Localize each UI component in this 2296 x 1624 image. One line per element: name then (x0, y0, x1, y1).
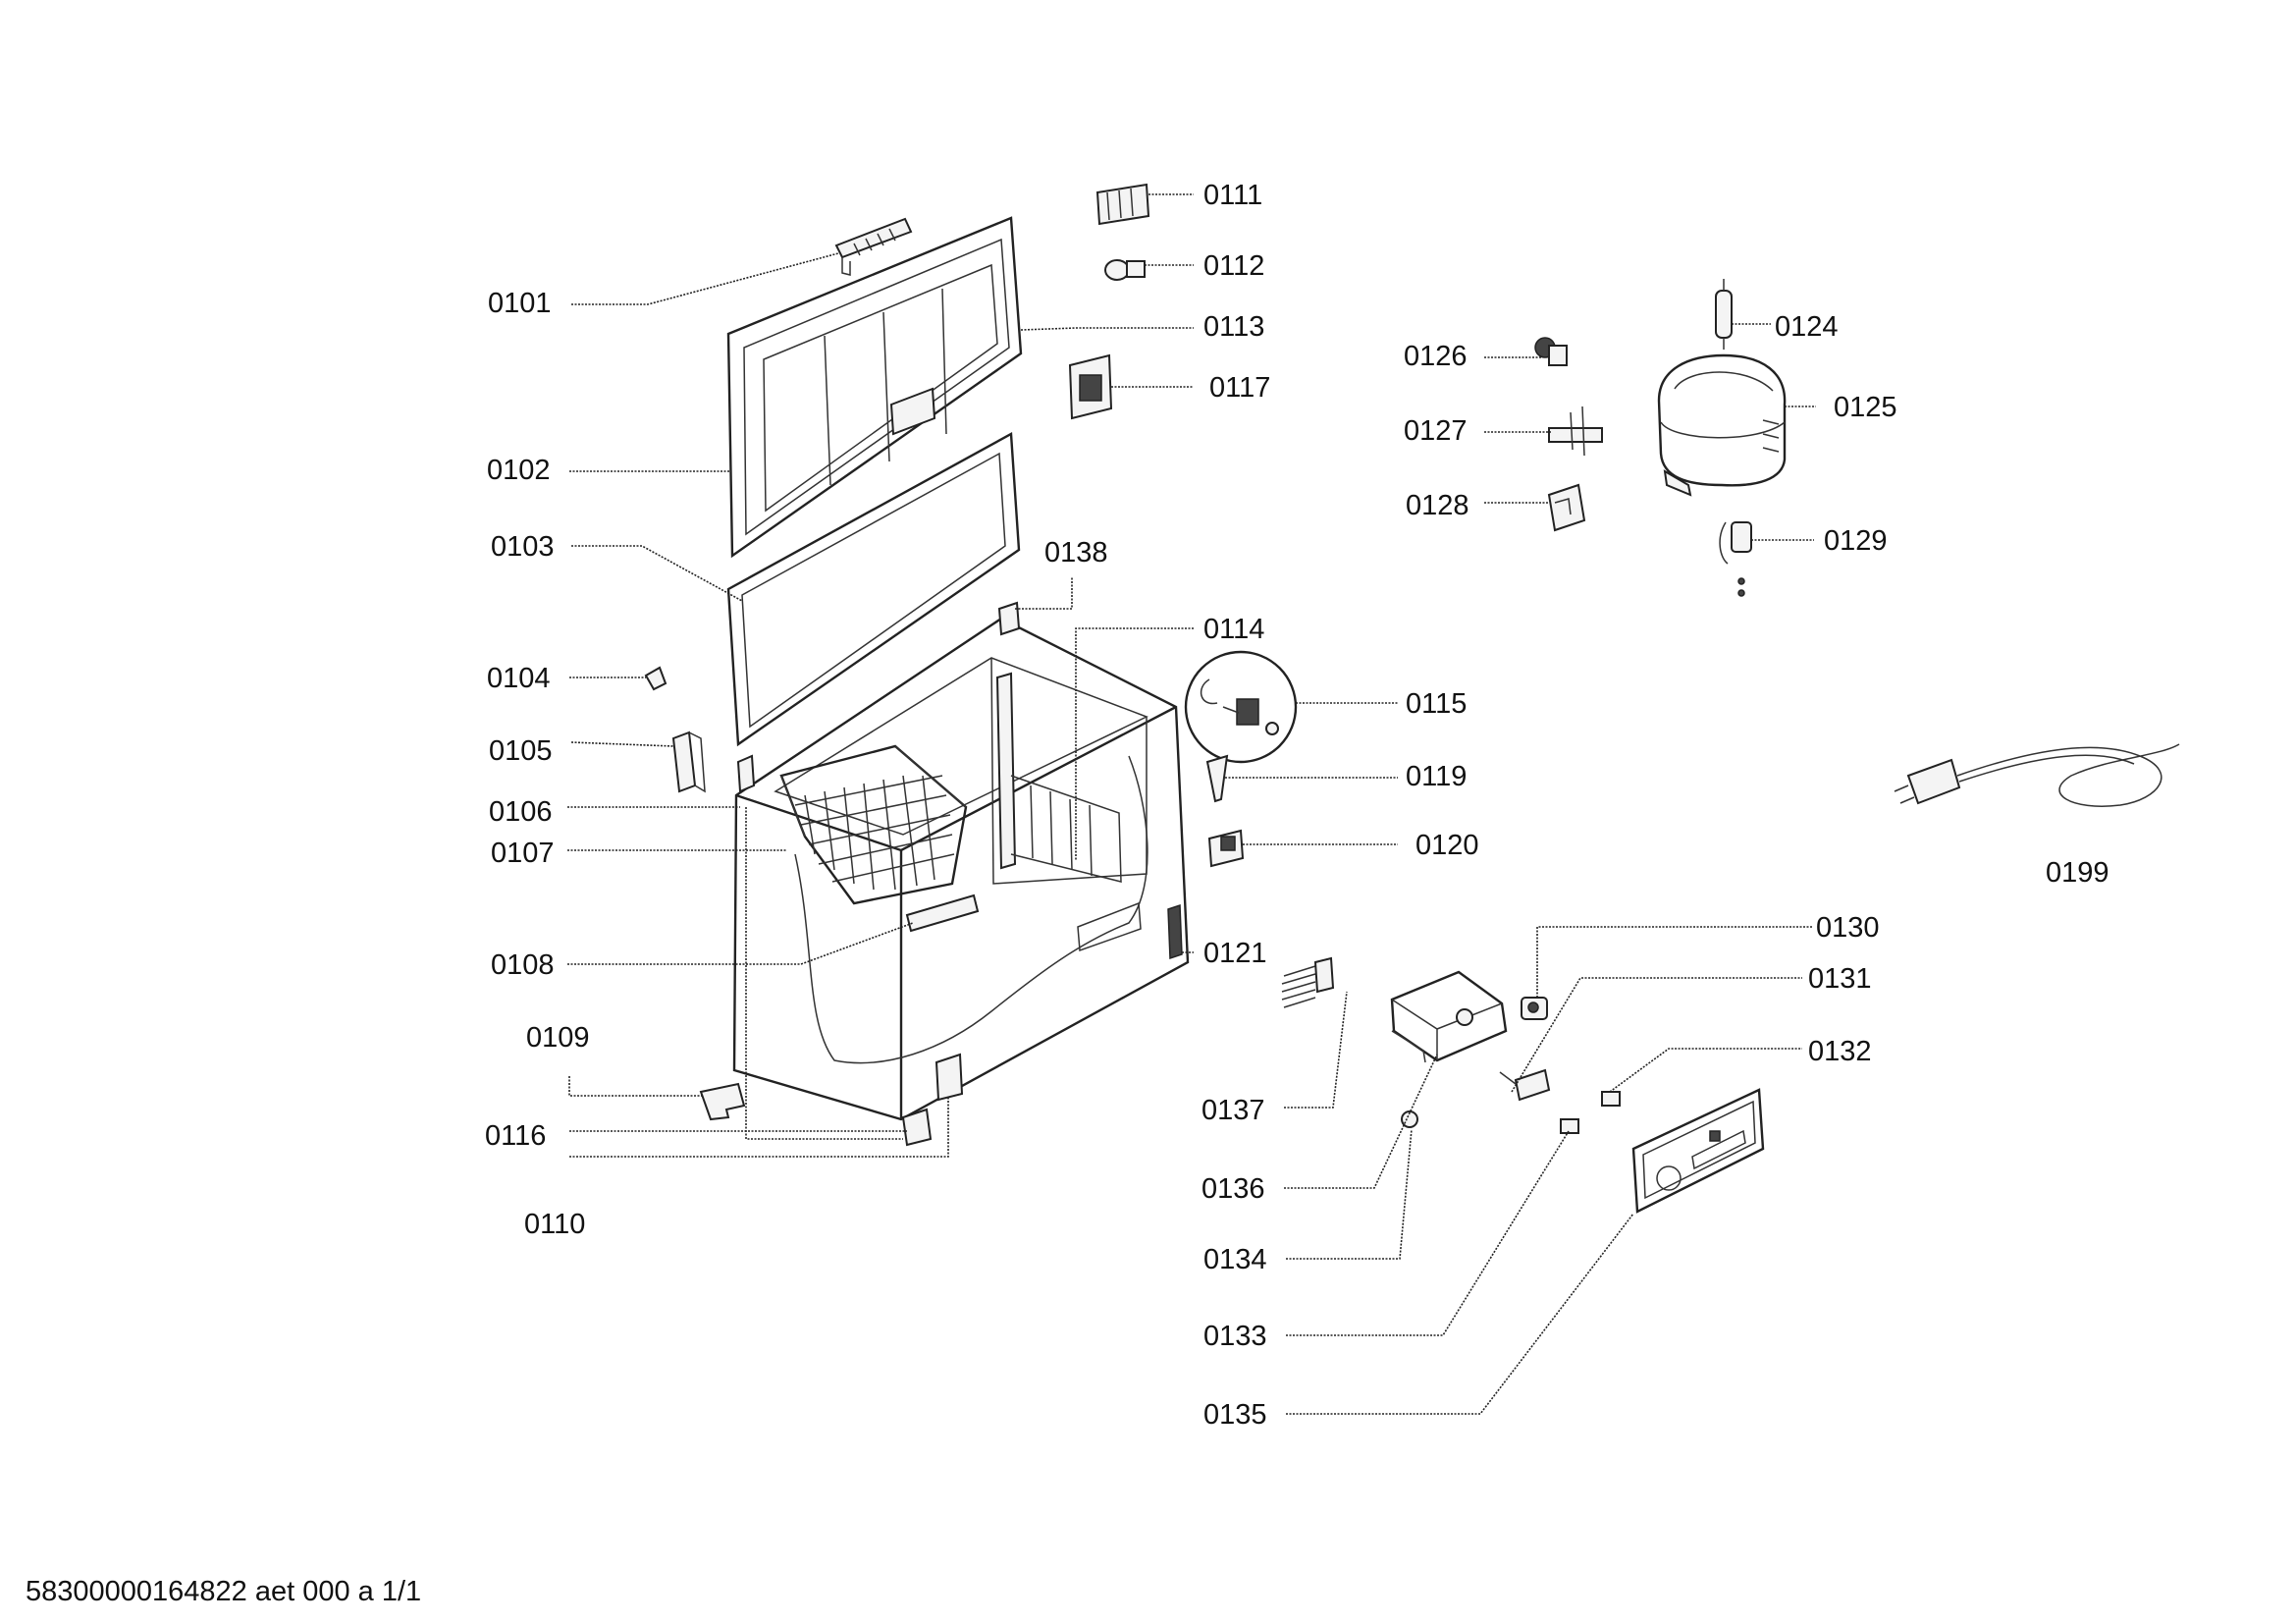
part-label-0104: 0104 (487, 663, 551, 694)
knob-drawing (1401, 1110, 1418, 1128)
corner-strip-drawing (736, 754, 756, 793)
lens-cap-drawing (1601, 1091, 1621, 1107)
part-label-0109: 0109 (526, 1022, 590, 1054)
part-label-0105: 0105 (489, 735, 553, 767)
rear-hinge-drawing (997, 601, 1021, 636)
hinge-cover-drawing (671, 731, 706, 793)
part-label-0131: 0131 (1808, 963, 1872, 995)
divider-bar-drawing (905, 893, 980, 933)
probe-drawing (1205, 754, 1229, 803)
part-label-0133: 0133 (1203, 1321, 1267, 1352)
filter-drier-drawing (1715, 279, 1733, 350)
bracket-drawing (699, 1082, 746, 1121)
part-label-0127: 0127 (1404, 415, 1468, 447)
part-label-0126: 0126 (1404, 341, 1468, 372)
switch-housing-drawing (1068, 353, 1113, 420)
rocker-switch-drawing (1207, 829, 1245, 868)
part-label-0138: 0138 (1044, 537, 1108, 568)
evaporator-panel-drawing (995, 672, 1122, 883)
lid-gasket-drawing (726, 432, 1021, 747)
part-label-0107: 0107 (491, 838, 555, 869)
part-label-0134: 0134 (1203, 1244, 1267, 1275)
power-cord-drawing (1894, 743, 2180, 807)
lens-small-drawing (1560, 1118, 1579, 1134)
part-label-0111: 0111 (1203, 180, 1262, 211)
part-label-0101: 0101 (488, 288, 552, 319)
part-label-0102: 0102 (487, 455, 551, 486)
thermostat-detail-drawing (1184, 650, 1298, 764)
part-label-0114: 0114 (1203, 614, 1264, 645)
part-label-0137: 0137 (1201, 1095, 1265, 1126)
part-label-0110: 0110 (524, 1209, 585, 1240)
part-labels: 0101 0102 0103 0104 0105 0106 0107 0108 … (485, 180, 2109, 1431)
side-vent-drawing (1167, 903, 1183, 960)
part-label-0132: 0132 (1808, 1036, 1872, 1067)
part-label-0121: 0121 (1203, 938, 1267, 969)
bulb-drawing (1104, 259, 1146, 281)
basket-drawing (779, 744, 968, 905)
foot-drawing (901, 1108, 933, 1147)
lid-frame-drawing (726, 216, 1023, 559)
leader-lines (567, 193, 1816, 1415)
spring-drawing (1281, 956, 1335, 1008)
drain-plug-drawing (934, 1053, 964, 1102)
capacitor-drawing (1719, 521, 1752, 597)
lid-handle-drawing (834, 217, 913, 276)
part-label-0108: 0108 (491, 949, 555, 981)
part-label-0112: 0112 (1203, 250, 1264, 282)
control-panel-drawing (1631, 1088, 1765, 1214)
indicator-lamp-drawing (1499, 1068, 1551, 1102)
part-label-0115: 0115 (1406, 688, 1467, 720)
control-box-drawing (1390, 970, 1508, 1063)
relay-drawing (1534, 337, 1568, 366)
part-label-0119: 0119 (1406, 761, 1467, 792)
part-label-0117: 0117 (1209, 372, 1270, 404)
part-label-0129: 0129 (1824, 525, 1888, 557)
part-label-0103: 0103 (491, 531, 555, 563)
part-label-0135: 0135 (1203, 1399, 1267, 1431)
part-label-0136: 0136 (1201, 1173, 1265, 1205)
part-label-0199: 0199 (2046, 857, 2109, 889)
light-cover-drawing (1095, 183, 1150, 226)
freezer-cabinet-drawing (732, 601, 1190, 1147)
part-label-0120: 0120 (1415, 830, 1479, 861)
lamp-holder-drawing (1521, 997, 1548, 1020)
part-label-0124: 0124 (1775, 311, 1839, 343)
start-relay-drawing (1548, 406, 1603, 457)
part-label-0106: 0106 (489, 796, 553, 828)
part-label-0125: 0125 (1834, 392, 1897, 423)
relay-cover-drawing (1547, 483, 1586, 532)
part-label-0130: 0130 (1816, 912, 1880, 944)
document-reference: 58300000164822 aet 000 a 1/1 (26, 1576, 421, 1607)
part-label-0128: 0128 (1406, 490, 1469, 521)
part-label-0113: 0113 (1203, 311, 1264, 343)
compressor-drawing (1657, 353, 1787, 497)
part-label-0116: 0116 (485, 1120, 546, 1152)
lid-clip-drawing (644, 666, 667, 691)
